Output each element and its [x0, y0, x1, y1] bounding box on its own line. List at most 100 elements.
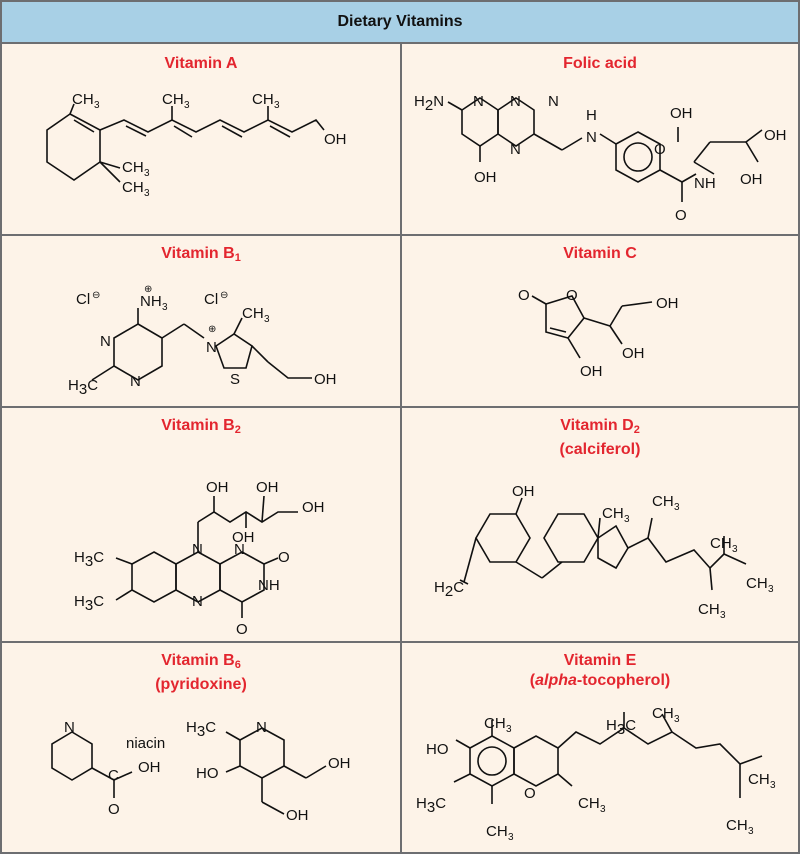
cell-vitamin-b2: Vitamin B2 [2, 408, 400, 641]
atom-label: CH [72, 91, 94, 108]
svg-text:3: 3 [144, 188, 150, 199]
atom-label: OH [302, 499, 325, 516]
svg-text:3: 3 [274, 100, 280, 111]
atom-label: H2N [414, 93, 444, 114]
atom-label: CH [486, 823, 508, 840]
atom-label: H [586, 107, 597, 124]
svg-text:3: 3 [184, 100, 190, 111]
atom-label: NH [140, 293, 162, 310]
atom-label: H3C [74, 593, 104, 614]
atom-label: S [230, 371, 240, 388]
svg-text:⊖: ⊖ [220, 290, 228, 301]
svg-text:3: 3 [768, 584, 774, 595]
atom-label: OH [256, 479, 279, 496]
atom-label: O [236, 621, 248, 638]
grid-divider-row-1 [2, 234, 798, 236]
svg-text:3: 3 [770, 780, 776, 791]
grid-divider-vertical [400, 44, 402, 852]
atom-label: O [278, 549, 290, 566]
atom-label: OH [622, 345, 645, 362]
svg-text:3: 3 [600, 804, 606, 815]
cell-vitamin-b1: Vitamin B1 [2, 236, 400, 406]
atom-label: H3C [606, 717, 636, 738]
atom-label: HO [426, 741, 449, 758]
atom-label: OH [740, 171, 763, 188]
atom-label: OH [474, 169, 497, 186]
atom-label: O [654, 141, 666, 158]
atom-label: OH [324, 131, 347, 148]
atom-label: OH [670, 105, 693, 122]
atom-label: CH [122, 179, 144, 196]
atom-label: CH [746, 575, 768, 592]
svg-text:3: 3 [162, 302, 168, 313]
atom-label: N [586, 129, 597, 146]
atom-label: N [234, 541, 245, 558]
table-title: Dietary Vitamins [337, 13, 463, 30]
atom-label: H2C [434, 579, 464, 600]
atom-label: OH [206, 479, 229, 496]
cell-vitamin-c: Vitamin C [402, 236, 798, 406]
atom-label: OH [512, 483, 535, 500]
vitamin-b6-structure: N C OH O niacin H3C N HO OH OH [51, 719, 351, 824]
folic-acid-structure: H2N N N N N OH H N OH O NH O OH OH [414, 93, 787, 224]
svg-text:3: 3 [674, 502, 680, 513]
atom-label: O [566, 287, 578, 304]
svg-text:3: 3 [94, 100, 100, 111]
svg-text:3: 3 [264, 314, 270, 325]
atom-label: NH [258, 577, 280, 594]
table-header: Dietary Vitamins [2, 2, 798, 44]
svg-text:3: 3 [674, 714, 680, 725]
svg-text:3: 3 [508, 832, 514, 843]
cell-title: Folic acid [563, 55, 637, 72]
svg-text:3: 3 [732, 544, 738, 555]
atom-label: N [206, 339, 217, 356]
atom-label: OH [580, 363, 603, 380]
atom-label: CH [652, 493, 674, 510]
grid-divider-row-2 [2, 406, 798, 408]
cell-title: Vitamin C [563, 245, 637, 262]
atom-label: CH [698, 601, 720, 618]
vitamin-c-structure: O O OH OH OH [518, 287, 679, 380]
atom-label: OH [138, 759, 161, 776]
atom-label: OH [328, 755, 351, 772]
atom-label: N [256, 719, 267, 736]
cell-vitamin-a: Vitamin A [2, 44, 400, 234]
atom-label: H3C [74, 549, 104, 570]
atom-label: OH [314, 371, 337, 388]
vitamin-b2-structure: H3C H3C N N N NH O O OH OH OH OH [74, 479, 325, 638]
atom-label: H3C [68, 377, 98, 398]
atom-label: N [130, 373, 141, 390]
atom-label: N [510, 93, 521, 110]
atom-label: CH [252, 91, 274, 108]
cell-title: Vitamin A [164, 55, 238, 72]
atom-label: CH [162, 91, 184, 108]
atom-label: CH [652, 705, 674, 722]
atom-label: O [524, 785, 536, 802]
cell-title: Vitamin B6(pyridoxine) [155, 652, 247, 693]
cell-folic-acid: Folic acid [402, 44, 798, 234]
atom-label: CH [710, 535, 732, 552]
atom-label: CH [242, 305, 264, 322]
svg-text:⊕: ⊕ [208, 324, 216, 335]
atom-label: N [64, 719, 75, 736]
b6-annotation: niacin [126, 735, 165, 752]
svg-text:⊖: ⊖ [92, 290, 100, 301]
atom-label: N [192, 593, 203, 610]
atom-label: O [108, 801, 120, 818]
atom-label: CH [122, 159, 144, 176]
cell-title: Vitamin D2(calciferol) [559, 417, 641, 458]
atom-label: Cl [76, 291, 90, 308]
atom-label: H3C [186, 719, 216, 740]
atom-label: H3C [416, 795, 446, 816]
cell-vitamin-b6: Vitamin B6(pyridoxine) [2, 643, 400, 852]
atom-label: CH [578, 795, 600, 812]
atom-label: O [518, 287, 530, 304]
svg-text:3: 3 [748, 826, 754, 837]
cell-title: Vitamin E(alpha-tocopherol) [529, 652, 671, 689]
atom-label: CH [726, 817, 748, 834]
